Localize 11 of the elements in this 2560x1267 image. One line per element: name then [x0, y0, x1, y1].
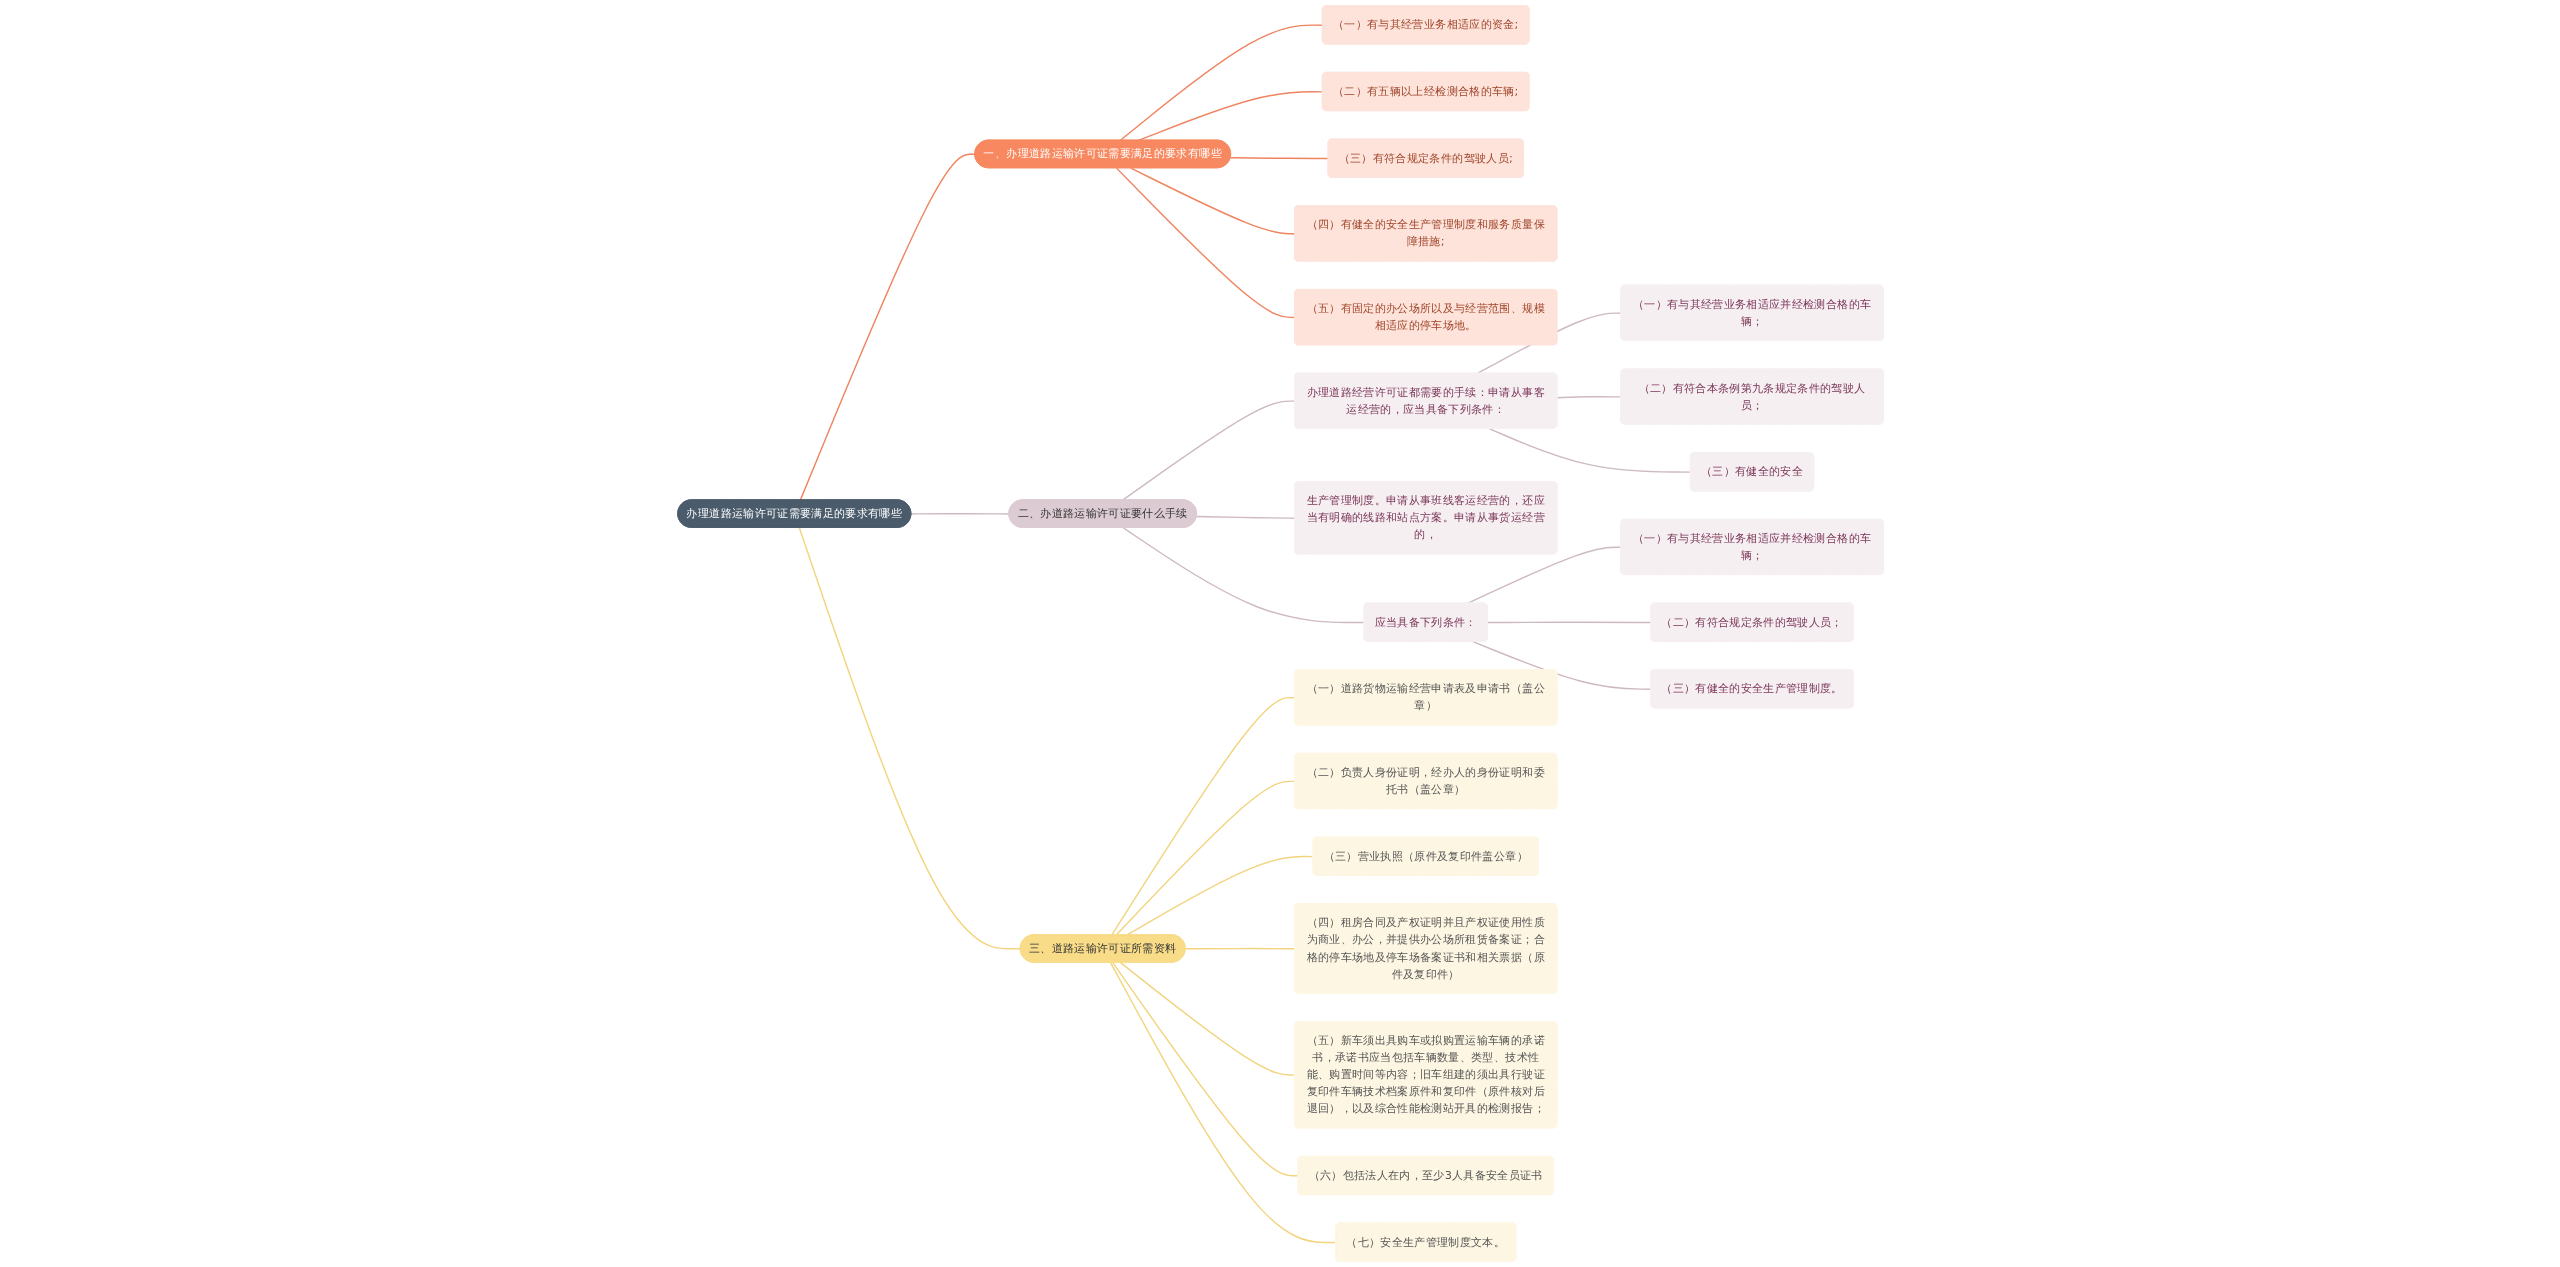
- connector: [1488, 428, 1691, 473]
- connector: [799, 153, 976, 501]
- connector: [1122, 527, 1365, 624]
- connector: [1486, 621, 1652, 624]
- connector: [1111, 961, 1299, 1177]
- connector: [1118, 24, 1323, 142]
- connector: [1109, 961, 1337, 1244]
- connector: [910, 513, 1010, 515]
- connector: [798, 527, 1021, 950]
- connector: [1229, 157, 1329, 160]
- connector: [1556, 396, 1622, 399]
